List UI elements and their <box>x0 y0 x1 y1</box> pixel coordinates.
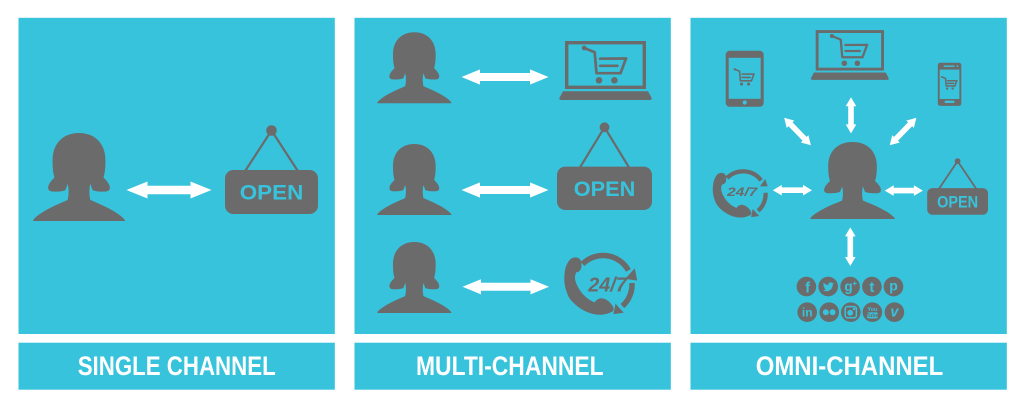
svg-text:g: g <box>844 279 852 294</box>
svg-text:in: in <box>802 305 813 319</box>
svg-text:OPEN: OPEN <box>937 193 978 212</box>
svg-text:OPEN: OPEN <box>574 177 636 201</box>
svg-text:p: p <box>889 277 898 293</box>
svg-text:You: You <box>867 307 878 313</box>
svg-text:24/7: 24/7 <box>587 275 627 297</box>
svg-text:f: f <box>805 279 811 296</box>
svg-text:t: t <box>869 279 874 296</box>
svg-text:SINGLE CHANNEL: SINGLE CHANNEL <box>78 351 276 381</box>
svg-text:+: + <box>852 279 857 288</box>
svg-text:OMNI-CHANNEL: OMNI-CHANNEL <box>756 351 944 381</box>
svg-text:OPEN: OPEN <box>240 181 304 205</box>
svg-text:24/7: 24/7 <box>726 185 759 199</box>
svg-text:Tube: Tube <box>866 313 878 319</box>
svg-text:v: v <box>890 304 899 320</box>
svg-text:MULTI-CHANNEL: MULTI-CHANNEL <box>416 351 604 381</box>
